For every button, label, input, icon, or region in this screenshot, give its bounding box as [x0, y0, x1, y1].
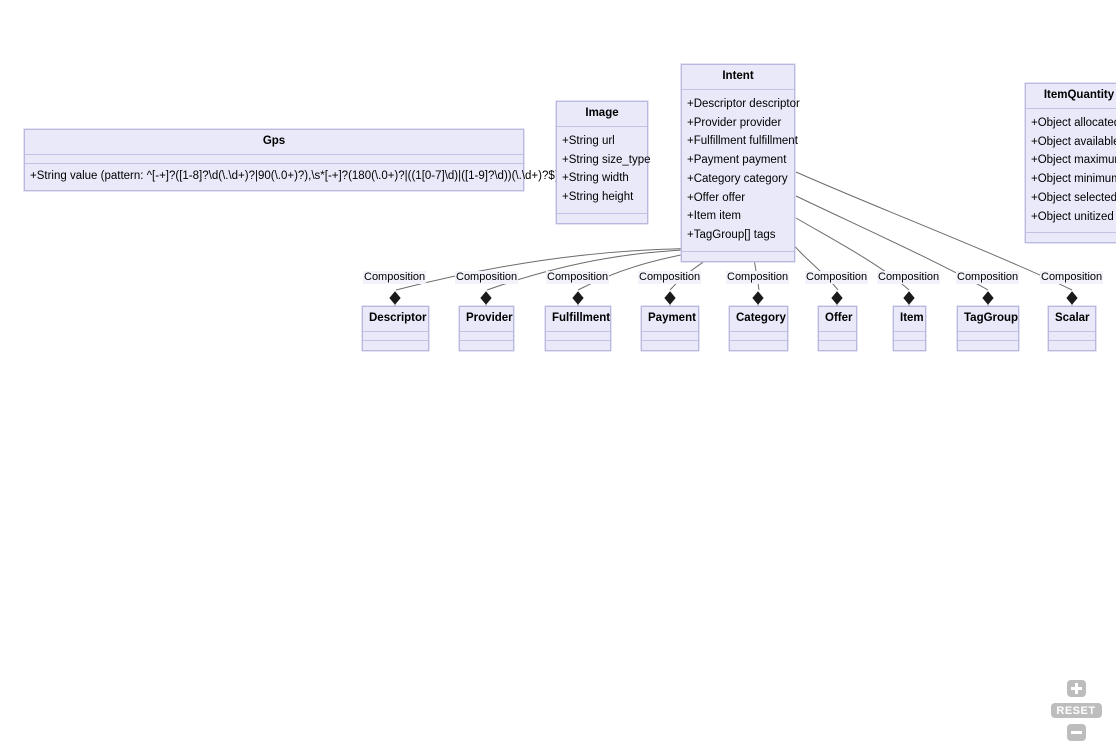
edge-label-payment: Composition	[638, 271, 702, 284]
diamond-taggroup	[982, 291, 994, 305]
diamond-descriptor	[389, 291, 401, 305]
attribute-itemquantity-available: +Object available	[1031, 135, 1116, 148]
class-title-offer: Offer	[819, 307, 856, 332]
class-compartment-b-payment	[642, 341, 698, 350]
attribute-gps-value: +String value (pattern: ^[-+]?([1-8]?\d(…	[30, 170, 559, 182]
diamond-offer	[831, 291, 843, 305]
class-box-payment[interactable]: Payment	[641, 306, 699, 351]
class-compartment-a-scalar	[1049, 332, 1095, 341]
edge-label-descriptor: Composition	[363, 271, 427, 284]
attribute-intent-descriptor: +Descriptor descriptor	[687, 98, 800, 110]
class-compartment-b-offer	[819, 341, 856, 350]
class-compartment-a-provider	[460, 332, 513, 341]
attribute-image-height: +String height	[562, 191, 634, 204]
attribute-itemquantity-maximum: +Object maximum	[1031, 154, 1116, 167]
edge-label-item: Composition	[877, 271, 941, 284]
class-title-provider: Provider	[460, 307, 513, 332]
class-compartment-a-descriptor	[363, 332, 428, 341]
minus-icon	[1070, 731, 1082, 734]
class-box-offer[interactable]: Offer	[818, 306, 857, 351]
attribute-image-width: +String width	[562, 172, 629, 185]
class-compartment-a-payment	[642, 332, 698, 341]
diamond-scalar	[1066, 291, 1078, 305]
class-box-scalar[interactable]: Scalar	[1048, 306, 1096, 351]
class-box-fulfillment[interactable]: Fulfillment	[545, 306, 611, 351]
class-compartment-empty-gps	[25, 155, 523, 164]
class-title-item: Item	[894, 307, 925, 332]
class-compartment-a-item	[894, 332, 925, 341]
composition-diamonds	[389, 291, 1078, 305]
class-box-item[interactable]: Item	[893, 306, 926, 351]
class-title-gps: Gps	[25, 130, 523, 155]
class-box-image[interactable]: Image +String url +String size_type +Str…	[556, 101, 651, 224]
zoom-controls: RESET	[1050, 680, 1102, 741]
class-box-category[interactable]: Category	[729, 306, 788, 351]
plus-icon-vertical	[1074, 683, 1078, 694]
class-box-provider[interactable]: Provider	[459, 306, 514, 351]
class-compartment-a-taggroup	[958, 332, 1018, 341]
attribute-image-size-type: +String size_type	[562, 153, 651, 166]
zoom-in-button[interactable]	[1066, 680, 1086, 697]
class-box-gps[interactable]: Gps +String value (pattern: ^[-+]?([1-8]…	[24, 129, 559, 191]
class-compartment-a-category	[730, 332, 787, 341]
class-compartment-b-taggroup	[958, 341, 1018, 350]
class-attributes-image: +String url +String size_type +String wi…	[557, 127, 651, 214]
attribute-itemquantity-minimum: +Object minimum	[1031, 173, 1116, 186]
class-title-category: Category	[730, 307, 787, 332]
attribute-itemquantity-selected: +Object selected	[1031, 191, 1116, 204]
class-title-descriptor: Descriptor	[363, 307, 428, 332]
class-attributes-gps: +String value (pattern: ^[-+]?([1-8]?\d(…	[25, 164, 559, 190]
class-box-taggroup[interactable]: TagGroup	[957, 306, 1019, 351]
attribute-intent-provider: +Provider provider	[687, 116, 782, 129]
class-compartment-b-descriptor	[363, 341, 428, 350]
class-box-itemquantity[interactable]: ItemQuantity +Object allocated +Object a…	[1025, 83, 1116, 244]
class-attributes-intent: +Descriptor descriptor +Provider provide…	[682, 90, 800, 252]
edge-label-scalar: Composition	[1040, 271, 1104, 284]
diamond-fulfillment	[572, 291, 584, 305]
class-compartment-empty-image	[557, 213, 647, 223]
zoom-reset-button[interactable]: RESET	[1050, 703, 1102, 718]
edge-label-category: Composition	[726, 271, 790, 284]
edge-label-fulfillment: Composition	[546, 271, 610, 284]
class-compartment-a-offer	[819, 332, 856, 341]
edge-label-offer: Composition	[805, 271, 869, 284]
class-compartment-b-fulfillment	[546, 341, 610, 350]
diamond-item	[903, 291, 915, 305]
class-compartment-b-category	[730, 341, 787, 350]
class-attributes-itemquantity: +Object allocated +Object available +Obj…	[1026, 109, 1116, 234]
class-title-itemquantity: ItemQuantity	[1026, 84, 1116, 109]
edge-label-taggroup: Composition	[956, 271, 1020, 284]
class-title-scalar: Scalar	[1049, 307, 1095, 332]
attribute-itemquantity-unitized: +Object unitized	[1031, 210, 1114, 223]
class-compartment-b-provider	[460, 341, 513, 350]
attribute-intent-offer: +Offer offer	[687, 191, 746, 204]
class-box-descriptor[interactable]: Descriptor	[362, 306, 429, 351]
zoom-out-button[interactable]	[1066, 724, 1086, 741]
edge-label-provider: Composition	[455, 271, 519, 284]
attribute-intent-tags: +TagGroup[] tags	[687, 228, 776, 241]
class-title-payment: Payment	[642, 307, 698, 332]
class-box-intent[interactable]: Intent +Descriptor descriptor +Provider …	[681, 64, 800, 262]
class-compartment-b-scalar	[1049, 341, 1095, 350]
diamond-provider	[480, 291, 492, 305]
attribute-image-url: +String url	[562, 135, 615, 147]
attribute-intent-fulfillment: +Fulfillment fulfillment	[687, 135, 798, 148]
attribute-intent-payment: +Payment payment	[687, 154, 787, 167]
class-compartment-b-item	[894, 341, 925, 350]
diamond-category	[752, 291, 764, 305]
class-title-intent: Intent	[682, 65, 794, 90]
class-compartment-empty-intent	[682, 251, 794, 261]
class-compartment-empty-itemquantity	[1026, 233, 1116, 243]
class-title-fulfillment: Fulfillment	[546, 307, 610, 332]
attribute-intent-item: +Item item	[687, 210, 742, 223]
class-title-taggroup: TagGroup	[958, 307, 1018, 332]
class-compartment-a-fulfillment	[546, 332, 610, 341]
attribute-itemquantity-allocated: +Object allocated	[1031, 117, 1116, 129]
attribute-intent-category: +Category category	[687, 172, 788, 185]
class-title-image: Image	[557, 102, 647, 127]
diamond-payment	[664, 291, 676, 305]
